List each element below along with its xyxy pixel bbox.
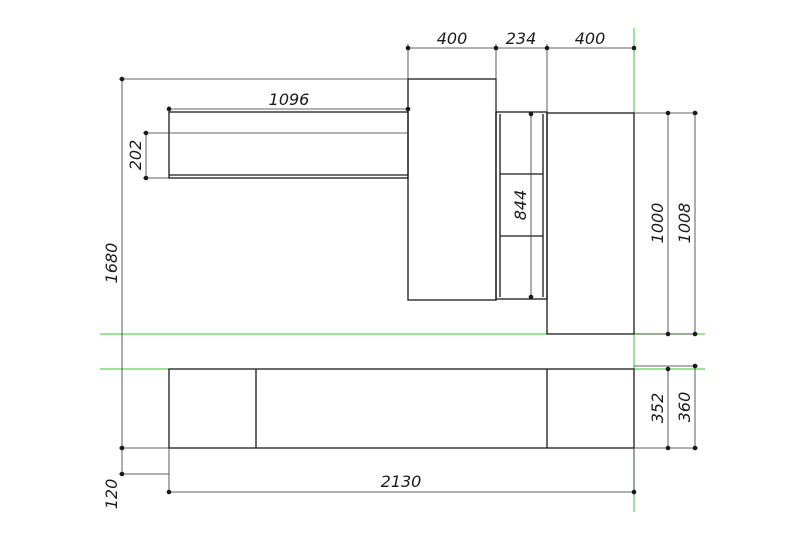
dim-2130: 2130 <box>381 472 422 491</box>
dim-1008: 1008 <box>675 203 694 244</box>
dim-1096: 1096 <box>269 90 310 109</box>
dim-844: 844 <box>511 190 530 221</box>
dim-1000: 1000 <box>648 203 667 244</box>
dimension-dots <box>119 45 698 495</box>
dim-400-right: 400 <box>575 29 606 48</box>
dim-400-left: 400 <box>437 29 468 48</box>
dim-352: 352 <box>648 393 667 424</box>
dim-202: 202 <box>126 140 145 171</box>
dim-120: 120 <box>102 479 121 510</box>
dim-1680: 1680 <box>102 243 121 284</box>
front-elevation <box>168 78 635 335</box>
tall-cabinet-left <box>407 78 497 301</box>
lower-unit <box>168 368 635 449</box>
tv-stand <box>168 368 635 449</box>
dim-234: 234 <box>506 29 537 48</box>
dimension-labels: 400 234 400 1096 202 844 1000 1008 1680 … <box>102 29 694 509</box>
dim-360: 360 <box>675 392 694 423</box>
wall-shelf <box>168 111 409 179</box>
hanging-cabinet-right <box>546 112 635 335</box>
guide-lines <box>100 28 705 512</box>
